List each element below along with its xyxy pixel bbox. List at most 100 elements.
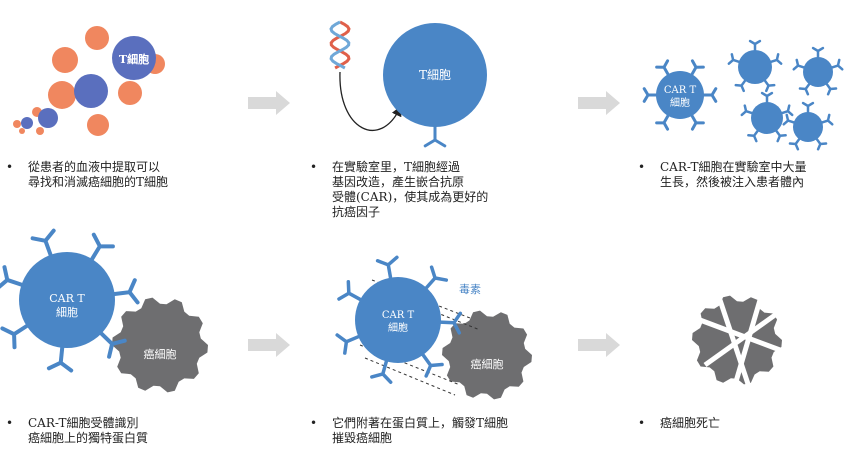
receptor-icon	[798, 82, 812, 96]
step-3-caption: • CAR-T細胞在實驗室中大量 生長，然後被注入患者體內	[638, 160, 807, 190]
toxin-label: 毒素	[459, 283, 481, 296]
bullet: •	[6, 416, 14, 430]
car-t-cell	[656, 71, 704, 119]
fracture-line	[732, 299, 763, 386]
receptor-icon	[740, 104, 754, 117]
receptor-icon	[814, 137, 828, 151]
receptor-icon	[690, 113, 705, 131]
arrow-right-icon	[248, 333, 290, 357]
receptor-icon	[768, 53, 783, 65]
car-t-label-1a: CAR T	[664, 85, 697, 96]
car-t-label-3a: CAR T	[382, 310, 415, 321]
toxin-path	[364, 357, 456, 396]
car-t-cell	[793, 112, 823, 142]
receptor-icon	[46, 344, 74, 373]
cancer-cell-label-1: 癌細胞	[144, 347, 177, 361]
receptor-icon	[0, 323, 30, 350]
arrow-right-icon	[248, 91, 290, 115]
caption-line: 生長，然後被注入患者體內	[660, 175, 805, 189]
receptor-icon	[438, 311, 463, 335]
receptor-icon	[655, 113, 670, 131]
blood-cell	[85, 26, 109, 50]
receptor-icon	[690, 59, 705, 77]
receptor-icon	[782, 113, 796, 126]
t-cell	[21, 117, 33, 129]
caption-line: 從患者的血液中提取可以	[28, 160, 161, 174]
dna-icon	[329, 20, 351, 70]
receptor-icon	[424, 265, 449, 291]
receptor-icon	[98, 330, 127, 359]
blood-cell	[52, 47, 78, 73]
cancer-cell	[442, 310, 532, 400]
car-t-cell	[19, 252, 115, 348]
caption-line: 癌細胞上的獨特蛋白質	[28, 431, 149, 445]
receptor-icon	[89, 232, 115, 262]
step-4-caption: • CAR-T細胞受體識別 癌細胞上的獨特蛋白質	[6, 416, 149, 446]
t-cell-label-1: T細胞	[119, 52, 149, 66]
curved-arrow-icon	[339, 71, 402, 131]
car-t-cell	[751, 102, 783, 134]
receptor-icon	[792, 58, 806, 71]
car-t-label-1b: 細胞	[670, 96, 690, 109]
t-cell	[112, 36, 156, 80]
receptor-icon	[655, 59, 670, 77]
step-1-caption: • 從患者的血液中提取可以 尋找和消滅癌細胞的T細胞	[6, 160, 168, 190]
receptor-icon	[811, 46, 825, 60]
t-cell	[38, 108, 58, 128]
blood-cell	[118, 81, 142, 105]
caption-line: CAR-T細胞在實驗室中大量	[660, 160, 807, 174]
caption-line: 基因改造，產生嵌合抗原	[332, 175, 465, 189]
receptor-icon	[701, 87, 718, 103]
cancer-cell	[112, 297, 208, 393]
receptor-icon	[370, 358, 393, 384]
receptor-icon	[423, 124, 447, 148]
blood-cell	[19, 128, 25, 134]
receptor-icon	[734, 78, 747, 93]
car-t-label-2b: 細胞	[56, 306, 78, 319]
arrow-right-icon	[578, 91, 620, 115]
receptor-icon	[375, 255, 399, 281]
car-t-cell	[803, 57, 833, 87]
receptor-icon	[30, 228, 56, 258]
blood-cell	[13, 120, 21, 128]
receptor-icon	[820, 113, 834, 126]
step-2-caption: • 在實驗室里，T細胞經過 基因改造，產生嵌合抗原 受體(CAR)，使其成為更好…	[310, 160, 489, 220]
receptor-icon	[780, 104, 794, 117]
caption-line: 受體(CAR)，使其成為更好的	[332, 190, 489, 204]
caption-line: 它們附著在蛋白質上，觸發T細胞	[332, 416, 509, 430]
receptor-icon	[763, 78, 776, 93]
receptor-icon	[420, 352, 444, 378]
blood-cell	[36, 127, 44, 135]
receptor-icon	[760, 91, 774, 105]
receptor-icon	[830, 58, 844, 71]
receptor-icon	[747, 128, 760, 143]
t-cell-label-2: T細胞	[419, 68, 451, 82]
car-t-cell	[355, 277, 441, 363]
receptor-icon	[111, 278, 140, 305]
caption-line: 摧毀癌細胞	[332, 431, 393, 445]
receptor-icon	[335, 333, 362, 355]
bullet: •	[6, 160, 14, 174]
cancer-cell-label-2: 癌細胞	[471, 357, 504, 371]
caption-line: 抗癌因子	[332, 205, 381, 219]
bullet: •	[638, 160, 646, 174]
blood-cell	[87, 114, 109, 136]
blood-cell	[48, 81, 76, 109]
receptor-icon	[788, 137, 802, 151]
step-5-caption: • 它們附著在蛋白質上，觸發T細胞 摧毀癌細胞	[310, 416, 509, 446]
car-t-cell	[738, 50, 772, 84]
t-cell	[74, 74, 108, 108]
receptor-icon	[748, 39, 762, 53]
step-6-caption: • 癌細胞死亡	[638, 416, 721, 431]
caption-line: 在實驗室里，T細胞經過	[332, 160, 461, 174]
receptor-icon	[727, 53, 742, 65]
arrow-right-icon	[578, 333, 620, 357]
receptor-icon	[824, 82, 838, 96]
receptor-icon	[774, 128, 787, 143]
caption-line: 癌細胞死亡	[660, 416, 721, 430]
car-t-label-2a: CAR T	[49, 292, 85, 305]
bullet: •	[310, 160, 318, 174]
car-t-label-3b: 細胞	[388, 321, 408, 334]
